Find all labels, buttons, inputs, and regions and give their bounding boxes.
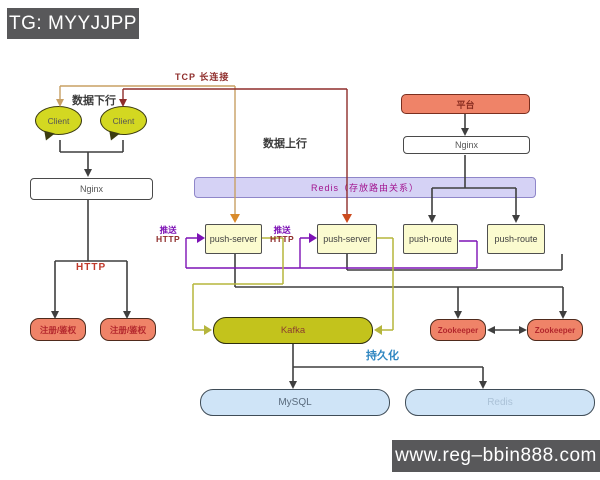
label-push-1: 推送 bbox=[159, 225, 177, 235]
node-kafka: Kafka bbox=[213, 317, 373, 344]
speech-tail bbox=[42, 130, 55, 143]
node-register-auth-2: 注册/鉴权 bbox=[100, 318, 156, 341]
node-zookeeper-1: Zookeeper bbox=[430, 319, 486, 341]
redis-db-label: Redis bbox=[487, 397, 513, 408]
node-push-route-2: push-route bbox=[487, 224, 545, 254]
node-client-2: Client bbox=[100, 106, 147, 143]
label-tcp-connection: TCP 长连接 bbox=[175, 72, 230, 82]
label-push-http-2: 推送 HTTP bbox=[270, 225, 295, 245]
speech-tail bbox=[107, 130, 120, 143]
watermark-banner-top: TG: MYYJJPP bbox=[7, 8, 139, 39]
label-push-1-http: HTTP bbox=[156, 234, 181, 245]
watermark-banner-bottom: www.reg–bbin888.com bbox=[392, 440, 600, 472]
node-mysql: MySQL bbox=[200, 389, 390, 416]
node-redis-routing-bar: Redis（存放路由关系） bbox=[194, 177, 536, 198]
dark-arrowheads bbox=[51, 128, 567, 389]
node-client-1: Client bbox=[35, 106, 82, 143]
label-data-upstream: 数据上行 bbox=[263, 138, 307, 150]
node-push-server-1: push-server bbox=[205, 224, 262, 254]
node-push-server-2: push-server bbox=[317, 224, 377, 254]
label-http: HTTP bbox=[76, 262, 107, 273]
node-register-auth-1: 注册/鉴权 bbox=[30, 318, 86, 341]
label-push-2-http: HTTP bbox=[270, 234, 295, 245]
client-1-label: Client bbox=[47, 115, 70, 126]
label-data-downstream: 数据下行 bbox=[72, 95, 116, 107]
label-push-2: 推送 bbox=[273, 225, 291, 235]
label-push-http-1: 推送 HTTP bbox=[156, 225, 181, 245]
node-platform: 平台 bbox=[401, 94, 530, 114]
client-2-label: Client bbox=[112, 115, 135, 126]
label-persistence: 持久化 bbox=[366, 350, 399, 362]
node-nginx-left: Nginx bbox=[30, 178, 153, 200]
node-nginx-right: Nginx bbox=[403, 136, 530, 154]
node-push-route-1: push-route bbox=[403, 224, 458, 254]
node-zookeeper-2: Zookeeper bbox=[527, 319, 583, 341]
node-redis-db: Redis bbox=[405, 389, 595, 416]
